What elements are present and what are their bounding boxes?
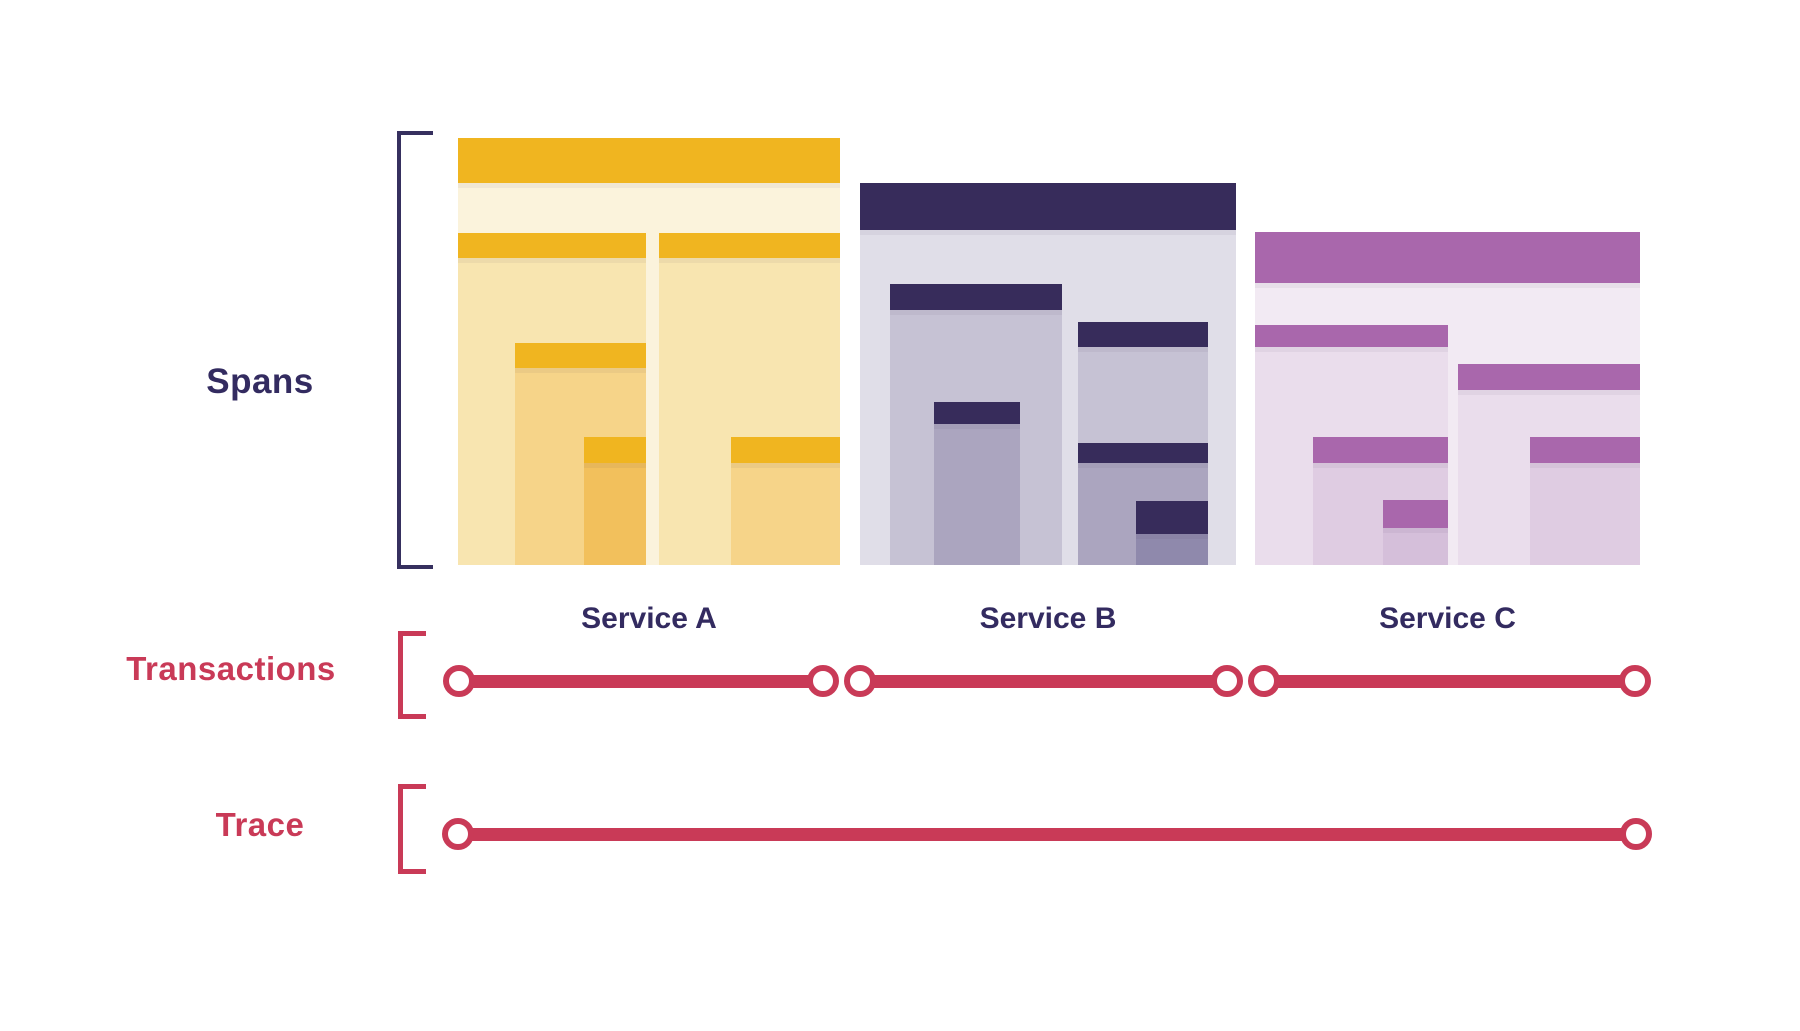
spans-bracket xyxy=(397,131,433,569)
span-header-bar xyxy=(860,183,1236,230)
span-body xyxy=(1530,463,1640,565)
span-block xyxy=(731,437,840,565)
span-header-bar xyxy=(1255,325,1448,347)
span-body xyxy=(1136,534,1208,565)
span-header-bar xyxy=(458,233,646,258)
transaction-endpoint-circle xyxy=(1619,665,1651,697)
span-header-bar xyxy=(1136,501,1208,534)
span-body xyxy=(1383,528,1448,565)
span-body xyxy=(934,424,1020,565)
span-header-bar xyxy=(731,437,840,463)
transactions-section-label: Transactions xyxy=(126,650,336,687)
span-header-bar xyxy=(458,138,840,183)
transaction-endpoint-circle xyxy=(443,665,475,697)
span-block xyxy=(584,437,646,565)
span-header-bar xyxy=(934,402,1020,424)
span-header-bar xyxy=(659,233,840,258)
span-body xyxy=(731,463,840,565)
span-header-bar xyxy=(1078,322,1208,347)
transaction-endpoint-circle xyxy=(1248,665,1280,697)
transaction-line xyxy=(459,675,823,688)
service-b-label: Service B xyxy=(979,602,1117,635)
span-header-bar xyxy=(1255,232,1640,283)
span-header-bar xyxy=(1383,500,1448,528)
span-body xyxy=(584,463,646,565)
transaction-line xyxy=(1264,675,1635,688)
trace-line xyxy=(458,828,1636,841)
span-block xyxy=(1136,501,1208,565)
trace-endpoint-circle xyxy=(1620,818,1652,850)
span-header-bar xyxy=(1313,437,1448,463)
transaction-line xyxy=(860,675,1227,688)
transaction-endpoint-circle xyxy=(844,665,876,697)
span-header-bar xyxy=(1458,364,1640,390)
span-block xyxy=(1530,437,1640,565)
transaction-endpoint-circle xyxy=(807,665,839,697)
span-header-bar xyxy=(584,437,646,463)
span-header-bar xyxy=(1530,437,1640,463)
span-header-bar xyxy=(890,284,1062,310)
spans-section-label: Spans xyxy=(206,362,314,401)
span-header-bar xyxy=(1078,443,1208,463)
trace-section-label: Trace xyxy=(215,806,305,843)
span-block xyxy=(1383,500,1448,565)
service-c-label: Service C xyxy=(1379,602,1516,635)
transactions-bracket xyxy=(398,631,426,719)
trace-endpoint-circle xyxy=(442,818,474,850)
trace-bracket xyxy=(398,784,426,874)
transaction-endpoint-circle xyxy=(1211,665,1243,697)
service-a-label: Service A xyxy=(581,602,717,635)
span-header-bar xyxy=(515,343,646,368)
span-block xyxy=(934,402,1020,565)
